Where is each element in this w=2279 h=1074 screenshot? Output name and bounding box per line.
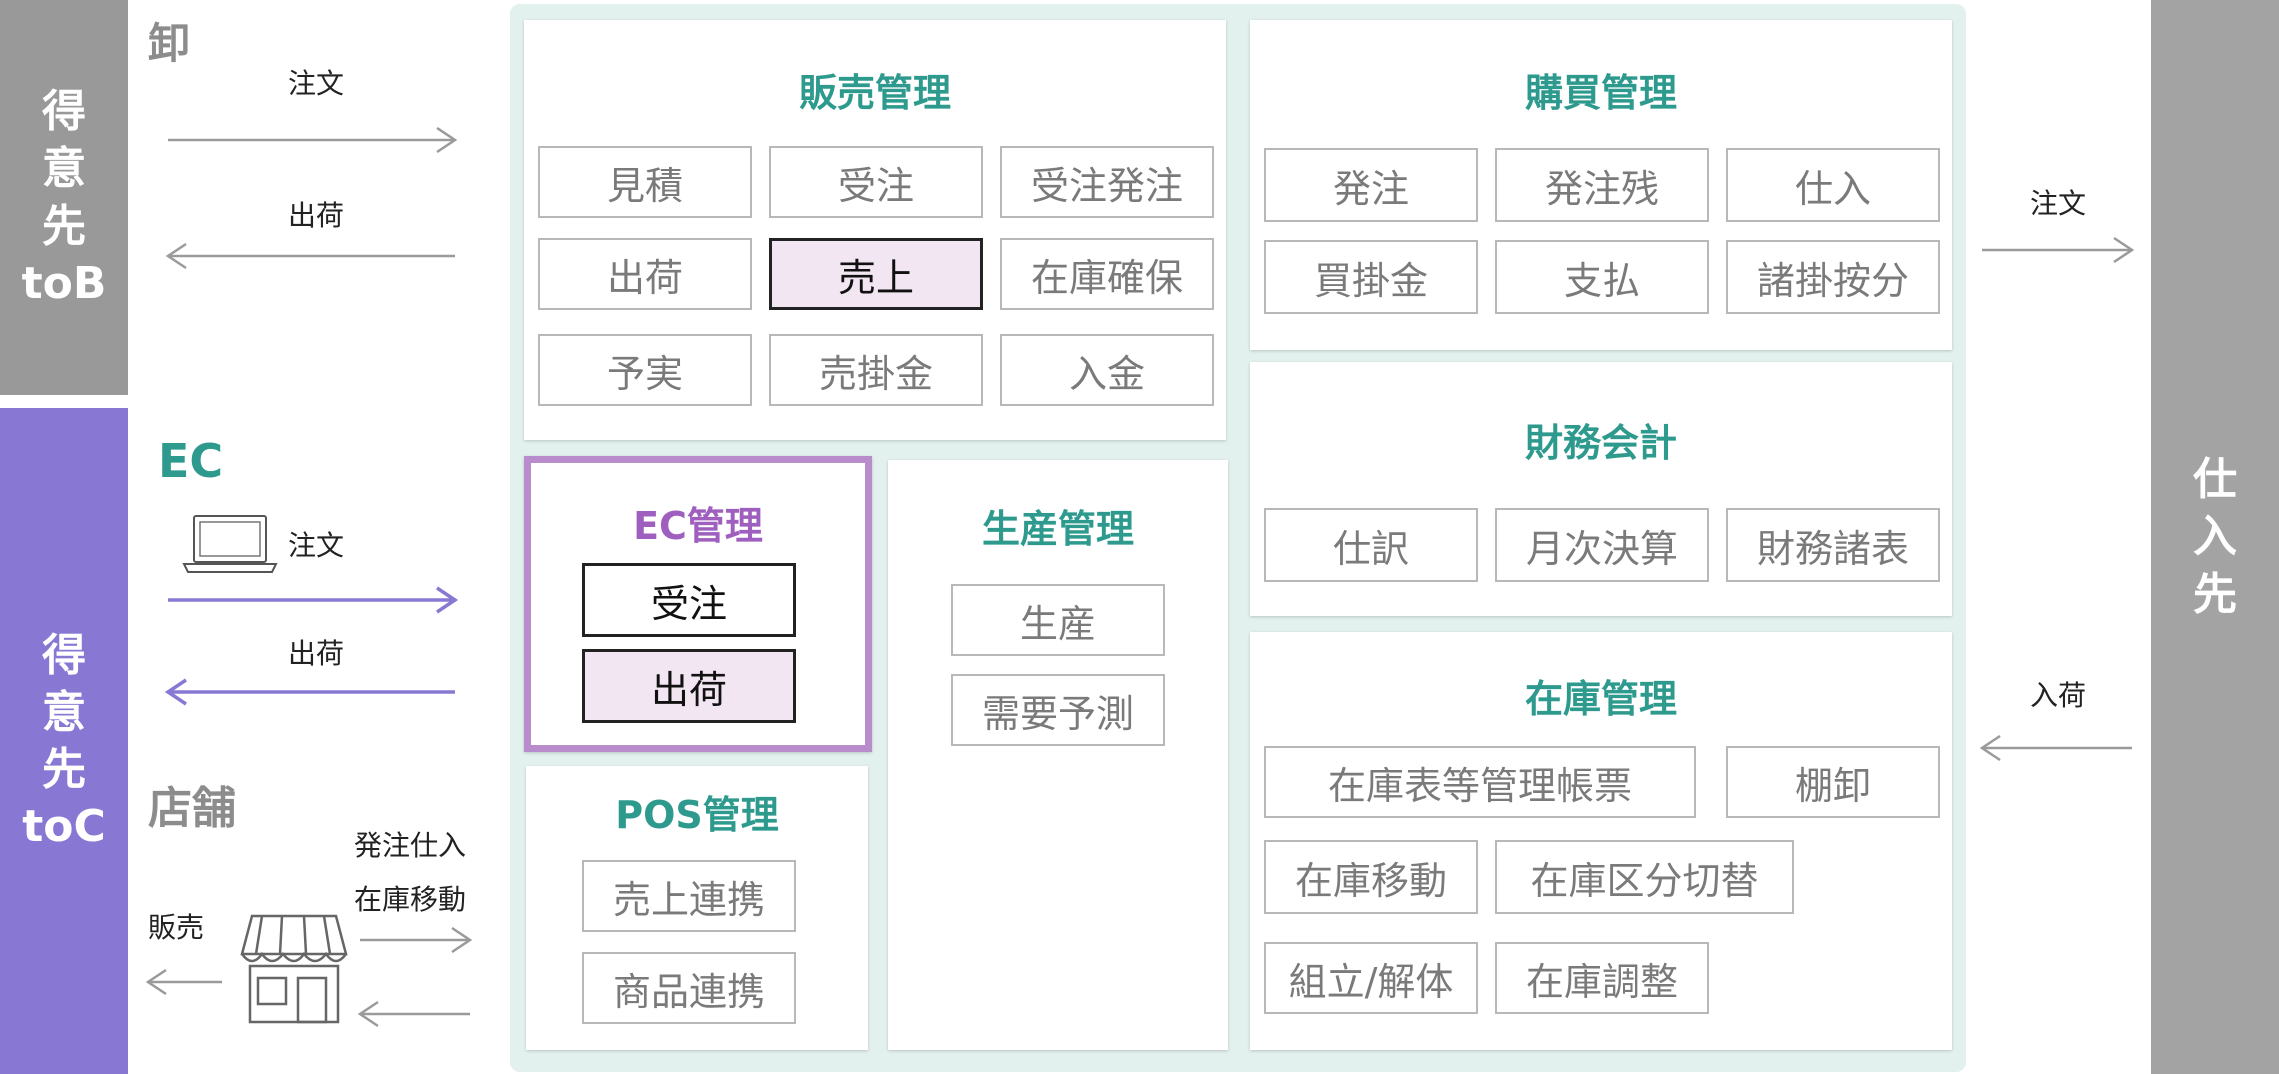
purchase-item-order-remaining: 発注残 [1495,148,1709,222]
ec-management-title: EC管理 [633,504,763,548]
store-order-arrow [360,926,473,954]
inventory-item-assembly: 組立/解体 [1264,942,1478,1014]
sales-item-shipping: 出荷 [538,238,752,310]
customer-toc-band: 得 意 先 toC [0,408,128,1074]
accounting-item-financial-statements: 財務諸表 [1726,508,1940,582]
wholesale-ship-label: 出荷 [288,199,345,232]
purchase-item-stocking: 仕入 [1726,148,1940,222]
sales-item-budget-actual: 予実 [538,334,752,406]
sales-item-payment-received: 入金 [1000,334,1214,406]
pos-management-title: POS管理 [615,793,779,837]
purchase-item-order: 発注 [1264,148,1478,222]
supplier-label: 仕 入 先 [2193,454,2237,620]
ec-item-shipping: 出荷 [582,649,796,723]
sales-item-order: 受注 [769,146,983,218]
supplier-arrival-arrow [1979,734,2132,762]
ec-ship-label: 出荷 [288,637,345,670]
inventory-item-transfer: 在庫移動 [1264,840,1478,914]
production-management-panel: 生産管理 生産 需要予測 [888,460,1228,1050]
wholesale-order-arrow [168,126,458,154]
purchase-management-panel: 購買管理 発注 発注残 仕入 買掛金 支払 諸掛按分 [1250,20,1952,350]
inventory-item-stocktaking: 棚卸 [1726,746,1940,818]
ec-order-arrow [168,586,459,614]
production-item-demand-forecast: 需要予測 [951,674,1165,746]
sales-item-order-purchase: 受注発注 [1000,146,1214,218]
sales-item-estimate: 見積 [538,146,752,218]
sales-item-sales: 売上 [769,238,983,310]
customer-toc-label: 得 意 先 toC [22,629,106,853]
laptop-icon [182,515,278,573]
store-sales-label: 販売 [148,911,205,944]
production-management-title: 生産管理 [981,507,1134,551]
ec-item-order: 受注 [582,563,796,637]
purchase-management-title: 購買管理 [1524,71,1677,115]
pos-management-panel: POS管理 売上連携 商品連携 [526,766,868,1050]
wholesale-order-label: 注文 [288,67,345,100]
supplier-order-label: 注文 [2030,187,2087,220]
purchase-item-payment: 支払 [1495,240,1709,314]
production-item-production: 生産 [951,584,1165,656]
inventory-item-reports: 在庫表等管理帳票 [1264,746,1696,818]
ec-ship-arrow [164,678,455,706]
store-order-stock-label: 発注仕入 [354,829,467,862]
ec-channel-title: EC [158,434,224,488]
sales-item-receivable: 売掛金 [769,334,983,406]
inventory-item-adjustment: 在庫調整 [1495,942,1709,1014]
wholesale-ship-arrow [165,242,455,270]
supplier-band: 仕 入 先 [2151,0,2279,1074]
inventory-management-panel: 在庫管理 在庫表等管理帳票 棚卸 在庫移動 在庫区分切替 組立/解体 在庫調整 [1250,632,1952,1050]
supplier-arrival-label: 入荷 [2030,679,2087,712]
ec-order-label: 注文 [288,529,345,562]
sales-item-stock-reserve: 在庫確保 [1000,238,1214,310]
accounting-panel: 財務会計 仕訳 月次決算 財務諸表 [1250,362,1952,616]
wholesale-title: 卸 [148,19,191,68]
accounting-title: 財務会計 [1524,421,1677,465]
purchase-item-payable: 買掛金 [1264,240,1478,314]
store-title: 店舗 [148,783,236,834]
sales-management-panel: 販売管理 見積 受注 受注発注 出荷 売上 在庫確保 予実 売掛金 入金 [524,20,1226,440]
ec-management-panel: EC管理 受注 出荷 [524,456,872,752]
pos-item-product-link: 商品連携 [582,952,796,1024]
store-icon [240,914,348,1024]
pos-item-sales-link: 売上連携 [582,860,796,932]
customer-tob-band: 得 意 先 toB [0,0,128,395]
inventory-management-title: 在庫管理 [1524,677,1677,721]
purchase-item-cost-allocation: 諸掛按分 [1726,240,1940,314]
inventory-item-category-switch: 在庫区分切替 [1495,840,1794,914]
accounting-item-monthly-closing: 月次決算 [1495,508,1709,582]
store-move-label: 在庫移動 [354,883,467,916]
customer-tob-label: 得 意 先 toB [21,86,107,309]
sales-management-title: 販売管理 [798,71,951,115]
accounting-item-journal: 仕訳 [1264,508,1478,582]
store-sales-arrow [145,968,222,996]
supplier-order-arrow [1982,236,2135,264]
store-return-arrow [357,1000,470,1028]
